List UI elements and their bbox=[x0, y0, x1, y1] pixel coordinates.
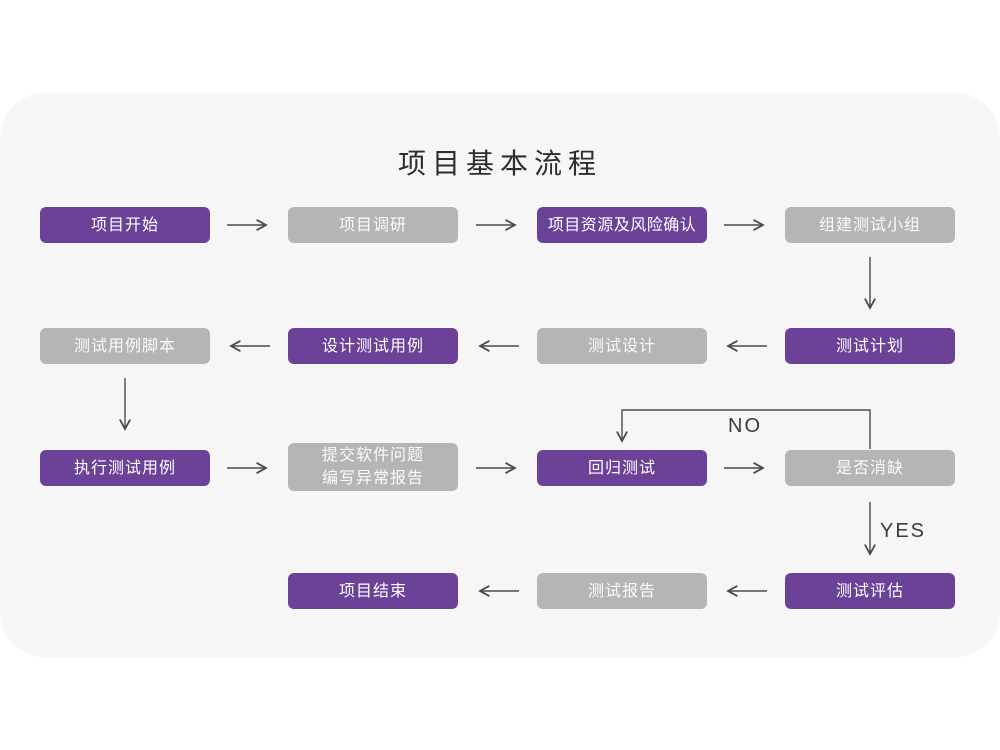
branch-label-yes: YES bbox=[880, 520, 927, 542]
page-title: 项目基本流程 bbox=[397, 148, 602, 179]
branch-label-no: NO bbox=[728, 415, 762, 437]
node-test-design: 测试设计 bbox=[537, 328, 707, 364]
node-test-evaluation: 测试评估 bbox=[785, 573, 955, 609]
node-regression-test: 回归测试 bbox=[537, 450, 707, 486]
node-test-report: 测试报告 bbox=[537, 573, 707, 609]
node-execute-test-cases: 执行测试用例 bbox=[40, 450, 210, 486]
node-test-case-script: 测试用例脚本 bbox=[40, 328, 210, 364]
node-project-research: 项目调研 bbox=[288, 207, 458, 243]
node-defect-cleared: 是否消缺 bbox=[785, 450, 955, 486]
node-submit-issue-report: 提交软件问题 编写异常报告 bbox=[288, 443, 458, 491]
node-test-plan: 测试计划 bbox=[785, 328, 955, 364]
node-design-test-cases: 设计测试用例 bbox=[288, 328, 458, 364]
flowchart-card bbox=[0, 93, 1000, 657]
node-project-end: 项目结束 bbox=[288, 573, 458, 609]
node-resource-risk-confirm: 项目资源及风险确认 bbox=[537, 207, 707, 243]
node-project-start: 项目开始 bbox=[40, 207, 210, 243]
node-build-test-team: 组建测试小组 bbox=[785, 207, 955, 243]
